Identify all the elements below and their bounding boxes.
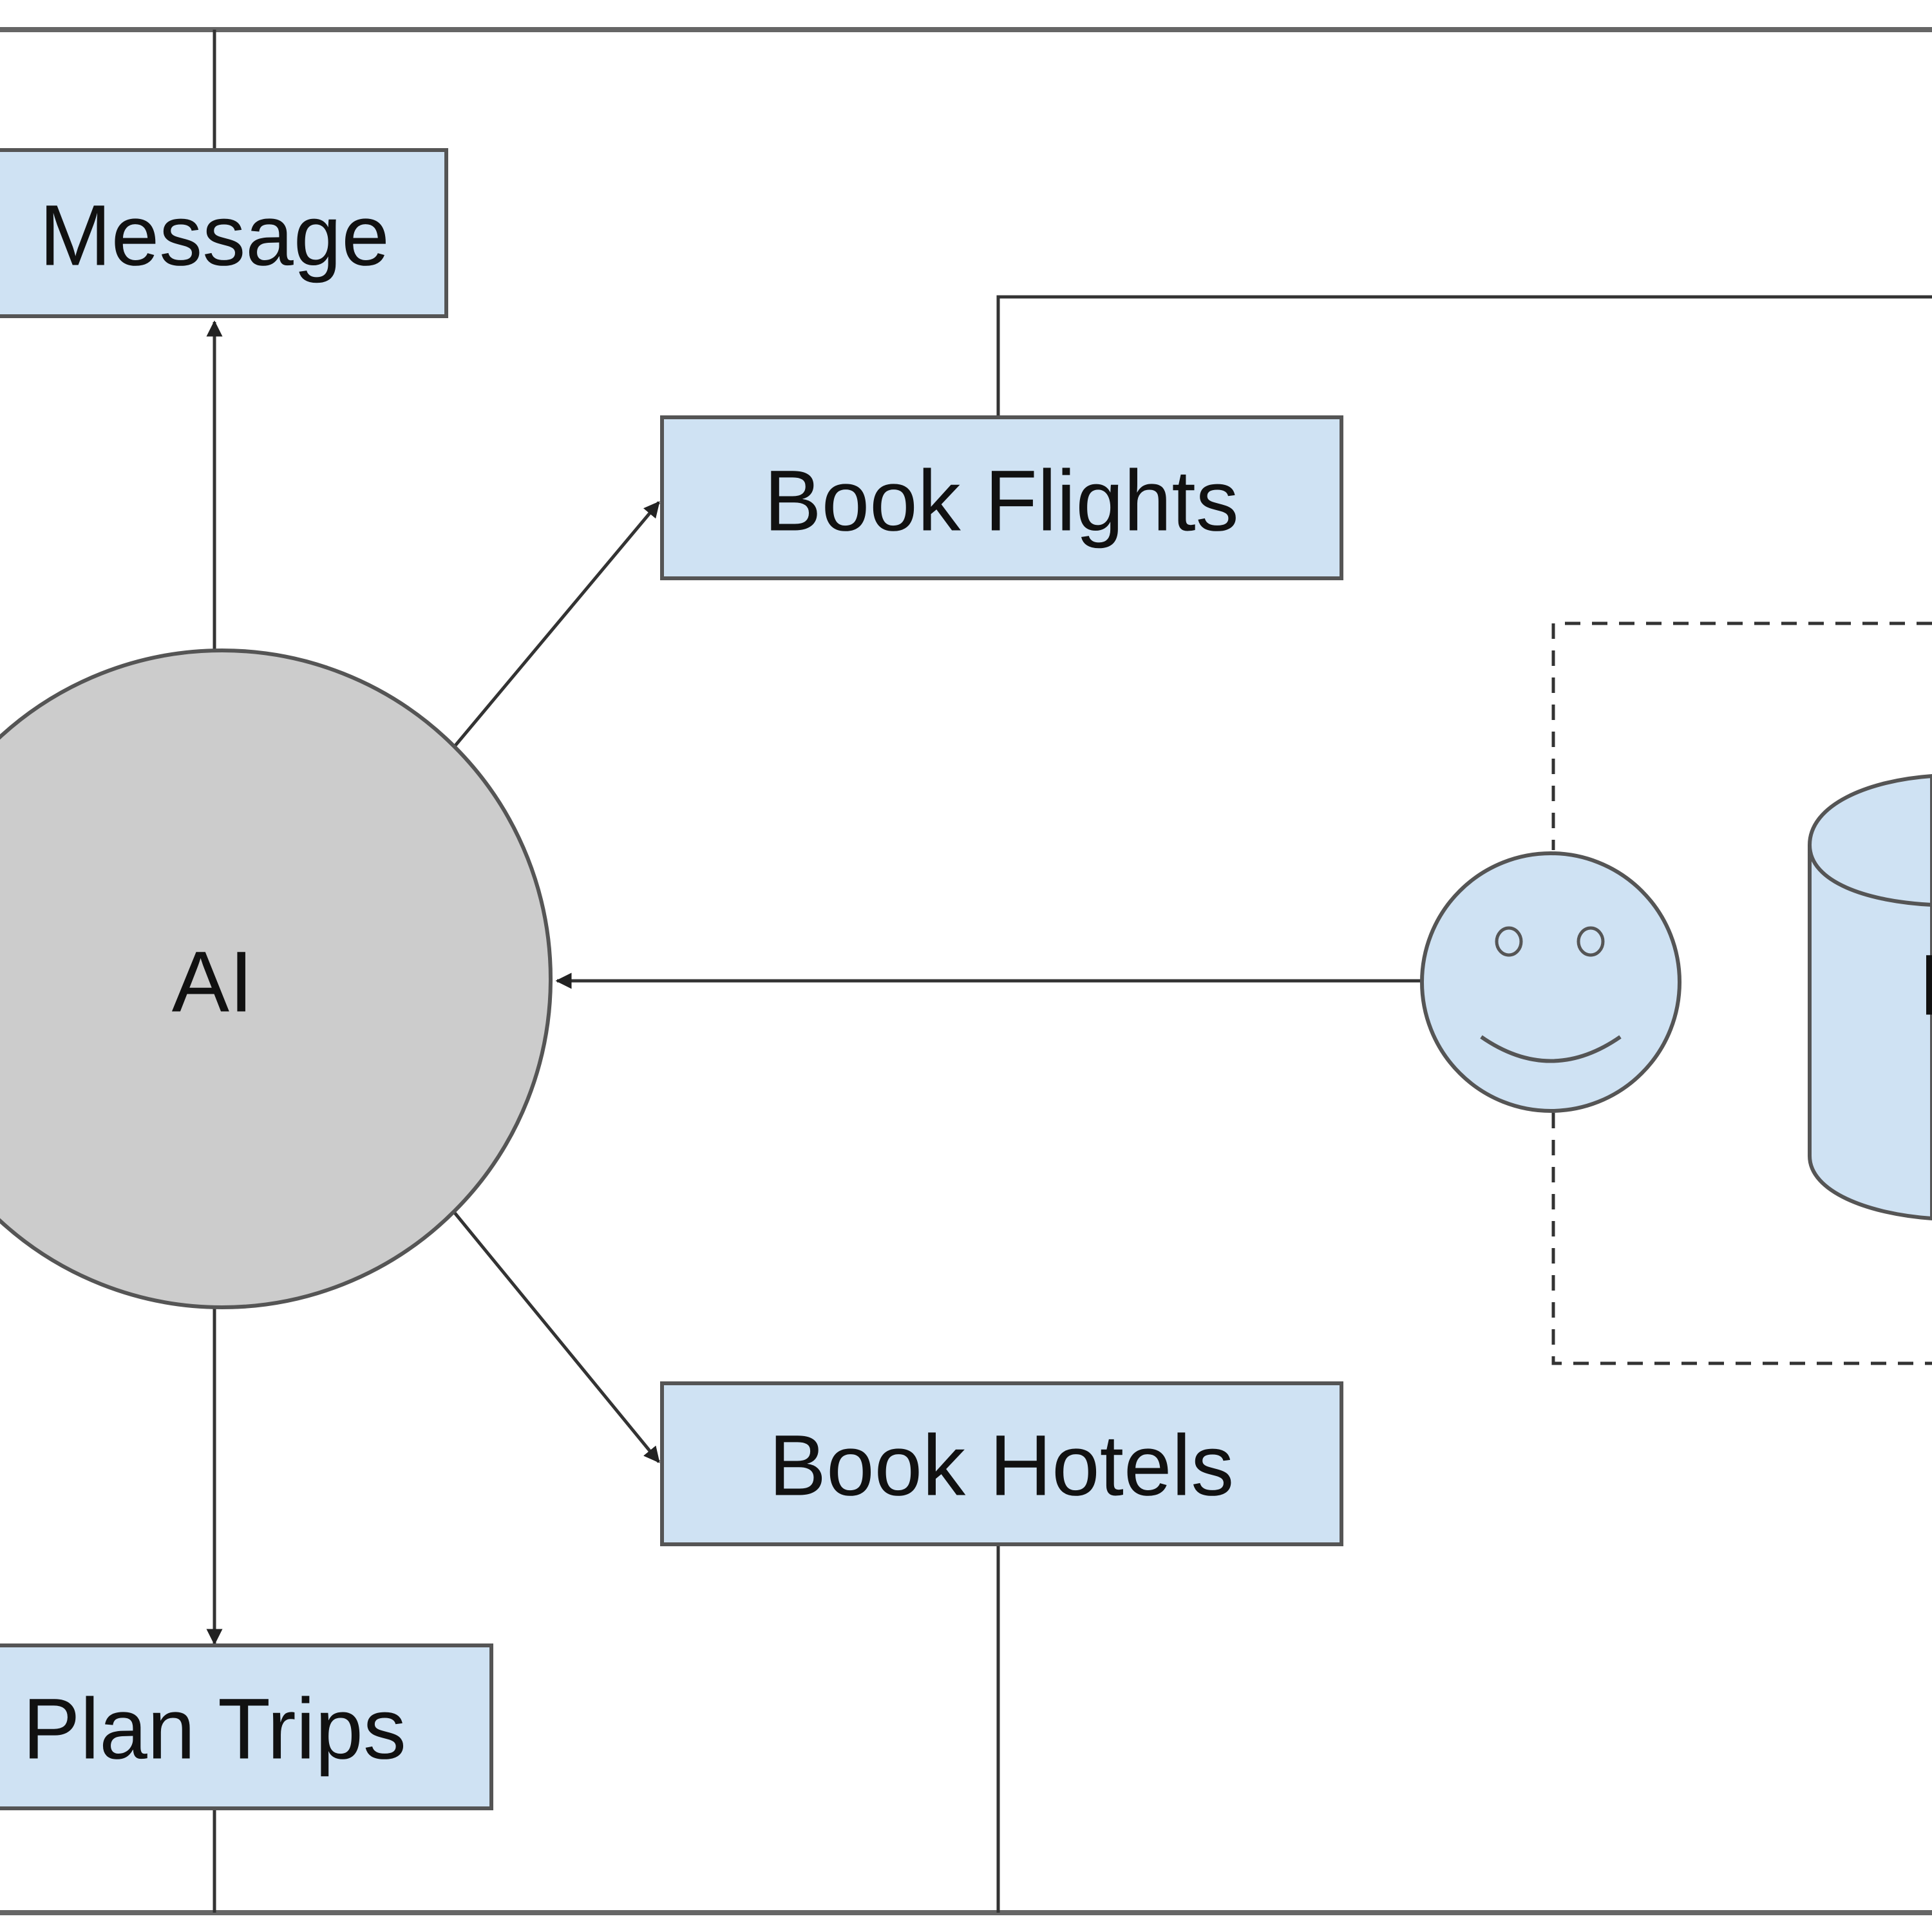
- arrow-ai-to-book-flights: [453, 501, 660, 748]
- arrow-ai-to-book-hotels: [453, 1211, 660, 1463]
- smiley-head: [1420, 851, 1681, 1113]
- message-node: Message: [0, 148, 448, 318]
- plan-trips-label: Plan Trips: [23, 1681, 406, 1777]
- database-label: P: [1919, 938, 1932, 1034]
- smiley-face-icon: [1420, 851, 1681, 1113]
- book-hotels-box: [660, 1381, 1343, 1546]
- plan-trips-node: Plan Trips: [0, 1643, 493, 1810]
- ai-label: AI: [172, 934, 254, 1030]
- connector-flights-to-right: [996, 295, 1932, 417]
- book-hotels-label: Book Hotels: [769, 1418, 1234, 1514]
- database-body: [1808, 773, 1932, 1221]
- ai-circle: [0, 649, 553, 1309]
- dashed-boundary: [1551, 621, 1932, 1365]
- message-box: [0, 148, 448, 318]
- message-label: Message: [39, 188, 390, 284]
- book-hotels-node: Book Hotels: [660, 1381, 1343, 1546]
- book-flights-node: Book Flights: [660, 415, 1343, 580]
- cylinder-database-icon: P: [1808, 773, 1932, 1221]
- database-top-rim: [1808, 844, 1932, 907]
- smiley-right-eye: [1577, 926, 1605, 957]
- smiley-mouth: [1480, 1035, 1622, 1063]
- ai-node: AI: [0, 649, 553, 1309]
- book-flights-box: [660, 415, 1343, 580]
- plan-trips-box: [0, 1643, 493, 1810]
- smiley-left-eye: [1495, 926, 1523, 957]
- book-flights-label: Book Flights: [764, 453, 1238, 549]
